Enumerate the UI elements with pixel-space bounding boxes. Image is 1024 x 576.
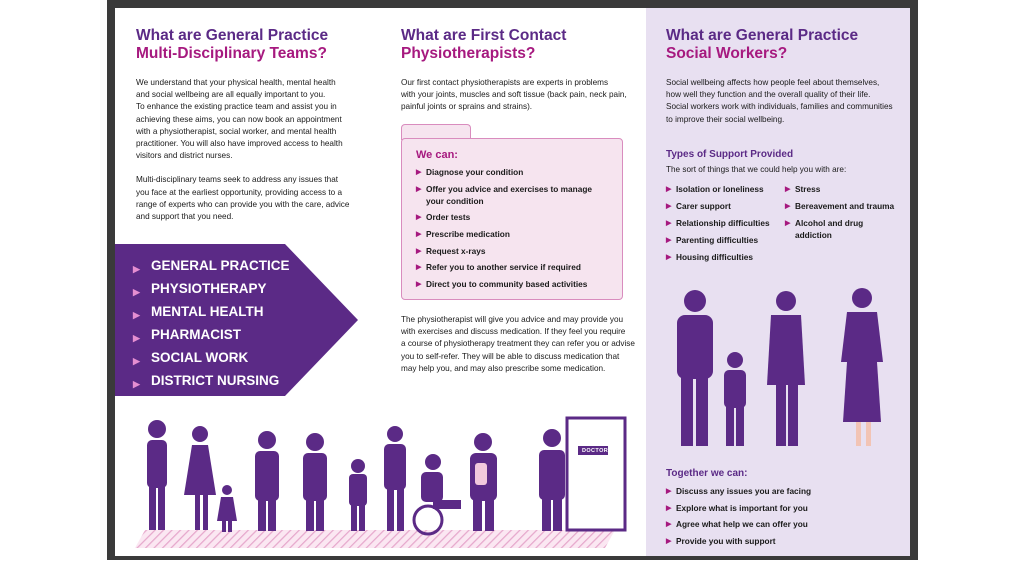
physio-closing: The physiotherapist will give you advice… [401, 315, 635, 373]
service-item: ▶DISTRICT NURSING [133, 371, 290, 394]
triangle-bullet-icon: ▶ [133, 287, 140, 297]
list-item: ▶Stress [785, 184, 821, 194]
triangle-bullet-icon: ▶ [785, 203, 791, 210]
list-item: ▶Diagnose your condition [416, 166, 616, 180]
list-item: ▶Direct you to community based activitie… [416, 278, 616, 292]
triangle-bullet-icon: ▶ [666, 521, 672, 529]
triangle-bullet-icon: ▶ [416, 169, 422, 176]
triangle-bullet-icon: ▶ [666, 203, 672, 210]
mdt-body: We understand that your physical health,… [136, 77, 376, 235]
mdt-paragraph-1: We understand that your physical health,… [136, 78, 343, 161]
triangle-bullet-icon: ▶ [666, 488, 672, 495]
we-can-box [401, 138, 623, 300]
together-heading: Together we can: [666, 468, 748, 479]
service-item: ▶PHYSIOTHERAPY [133, 279, 290, 302]
list-item: ▶Offer you advice and exercises to manag… [416, 183, 593, 207]
door-sign: DOCTOR [582, 448, 609, 454]
triangle-bullet-icon: ▶ [666, 186, 672, 193]
we-can-tab [401, 124, 471, 140]
service-item: ▶& HEALTH VISITING [151, 396, 280, 411]
triangle-bullet-icon: ▶ [133, 379, 140, 389]
triangle-bullet-icon: ▶ [133, 264, 140, 274]
triangle-bullet-icon: ▶ [416, 264, 422, 272]
triangle-bullet-icon: ▶ [785, 220, 791, 227]
list-item: ▶Carer support [666, 201, 731, 211]
triangle-bullet-icon: ▶ [133, 333, 140, 343]
list-item: ▶Housing difficulties [666, 252, 753, 262]
viewer-frame-left [107, 0, 115, 560]
list-item: ▶Prescribe medication [416, 228, 616, 242]
services-chevron [115, 244, 358, 396]
service-item: ▶SOCIAL WORK [133, 348, 290, 371]
list-item: ▶Relationship difficulties [666, 218, 770, 228]
triangle-bullet-icon: ▶ [785, 186, 791, 193]
service-item: ▶GENERAL PRACTICE [133, 256, 290, 279]
social-workers-panel [646, 8, 910, 556]
service-item: ▶PHARMACIST [133, 325, 290, 348]
triangle-bullet-icon: ▶ [666, 237, 672, 244]
family-illustration [677, 288, 883, 446]
list-item: ▶Agree what help we can offer you [666, 519, 808, 530]
triangle-bullet-icon: ▶ [416, 281, 422, 289]
support-intro: The sort of things that we could help yo… [666, 165, 847, 174]
mdt-heading: What are General Practice Multi-Discipli… [136, 27, 329, 62]
list-item: ▶Discuss any issues you are facing [666, 486, 812, 496]
leaflet-page: What are General Practice Multi-Discipli… [115, 8, 910, 556]
list-item: ▶Parenting difficulties [666, 235, 759, 245]
list-item: ▶Isolation or loneliness [666, 184, 764, 194]
services-list: ▶GENERAL PRACTICE ▶PHYSIOTHERAPY ▶MENTAL… [133, 256, 290, 417]
triangle-bullet-icon: ▶ [133, 310, 140, 320]
support-list-left: ▶Isolation or loneliness ▶Carer support … [666, 183, 782, 268]
together-list: ▶Discuss any issues you are facing ▶Expl… [666, 485, 896, 552]
physio-heading: What are First Contact Physiotherapists? [401, 27, 567, 62]
service-item: ▶MENTAL HEALTH [133, 302, 290, 325]
viewer-frame-bottom [107, 556, 918, 560]
social-heading: What are General Practice Social Workers… [666, 27, 859, 62]
triangle-bullet-icon: ▶ [666, 538, 672, 546]
waiting-people-illustration [135, 416, 627, 548]
list-item: ▶Order tests [416, 211, 616, 225]
triangle-bullet-icon: ▶ [133, 356, 140, 366]
we-can-title: We can: [416, 149, 458, 161]
physio-intro: Our first contact physiotherapists are e… [401, 78, 627, 112]
triangle-bullet-icon: ▶ [666, 220, 672, 227]
triangle-bullet-icon: ▶ [416, 247, 422, 255]
mdt-paragraph-2: Multi-disciplinary teams seek to address… [136, 175, 350, 222]
triangle-bullet-icon: ▶ [666, 504, 672, 512]
support-heading: Types of Support Provided [666, 149, 794, 160]
list-item: ▶Bereavement and trauma [785, 201, 895, 211]
viewer-frame-right [910, 0, 918, 560]
list-item: ▶Request x-rays [416, 245, 616, 259]
list-item: ▶Provide you with support [666, 536, 776, 547]
we-can-list: ▶Diagnose your condition ▶Offer you advi… [416, 166, 616, 295]
triangle-bullet-icon: ▶ [666, 254, 672, 261]
social-intro: Social wellbeing affects how people feel… [666, 78, 893, 124]
triangle-bullet-icon: ▶ [416, 185, 422, 193]
triangle-bullet-icon: ▶ [416, 230, 422, 238]
list-item: ▶Explore what is important for you [666, 502, 808, 513]
list-item: ▶Refer you to another service if require… [416, 261, 616, 275]
viewer-frame-top [107, 0, 918, 8]
support-list-right: ▶Stress ▶Bereavement and trauma ▶Alcohol… [785, 183, 905, 245]
triangle-bullet-icon: ▶ [416, 214, 422, 222]
